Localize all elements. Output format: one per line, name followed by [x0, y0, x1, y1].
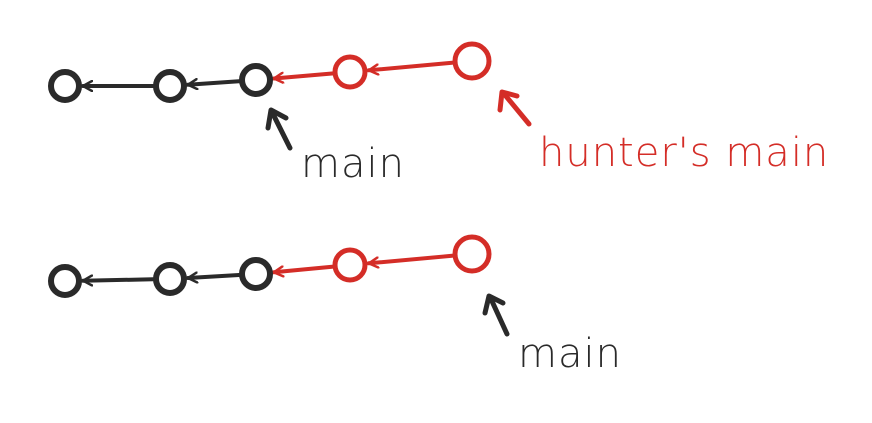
- pointer-arrow-hunters-main: [502, 92, 532, 127]
- pointer-main: main: [265, 107, 405, 187]
- branch-label-main: main: [518, 331, 622, 377]
- node-layer: [48, 41, 492, 103]
- pointer-hunters-main: hunter's main: [497, 89, 829, 176]
- commit-edge-4-3: [366, 253, 455, 263]
- commit-node-3: [239, 257, 273, 291]
- node-layer: [48, 234, 492, 298]
- commit-node-2: [153, 262, 187, 296]
- commit-node-3: [239, 63, 273, 97]
- commit-edge-2-1: [186, 81, 241, 85]
- commit-node-2: [153, 69, 187, 103]
- commit-edge-3-2: [271, 71, 335, 79]
- commit-node-1: [48, 264, 82, 298]
- commit-node-4: [332, 247, 368, 283]
- pointer-main: main: [482, 293, 622, 377]
- pointer-arrow-main: [488, 296, 510, 337]
- pointer-arrow-main-head: [265, 107, 289, 131]
- pointer-arrow-hunters-main-head: [497, 89, 520, 113]
- commit-edge-2-1: [186, 275, 241, 278]
- diagram-after: main: [48, 234, 622, 377]
- commit-node-1: [48, 69, 82, 103]
- branch-label-hunters-main: hunter's main: [539, 130, 829, 176]
- commit-node-5: [452, 234, 492, 274]
- commit-edge-1-0: [81, 279, 155, 280]
- commit-edge-3-2: [271, 264, 335, 273]
- commit-edge-4-3: [366, 60, 455, 71]
- edge-layer: [81, 253, 455, 281]
- pointer-arrow-main-head: [482, 293, 506, 316]
- diagram-before: main hunter's main: [48, 41, 829, 187]
- pointer-arrow-main: [270, 111, 293, 151]
- commit-node-4: [332, 54, 368, 90]
- edge-layer: [81, 60, 455, 86]
- branch-label-main: main: [301, 141, 405, 187]
- commit-node-5: [452, 41, 492, 81]
